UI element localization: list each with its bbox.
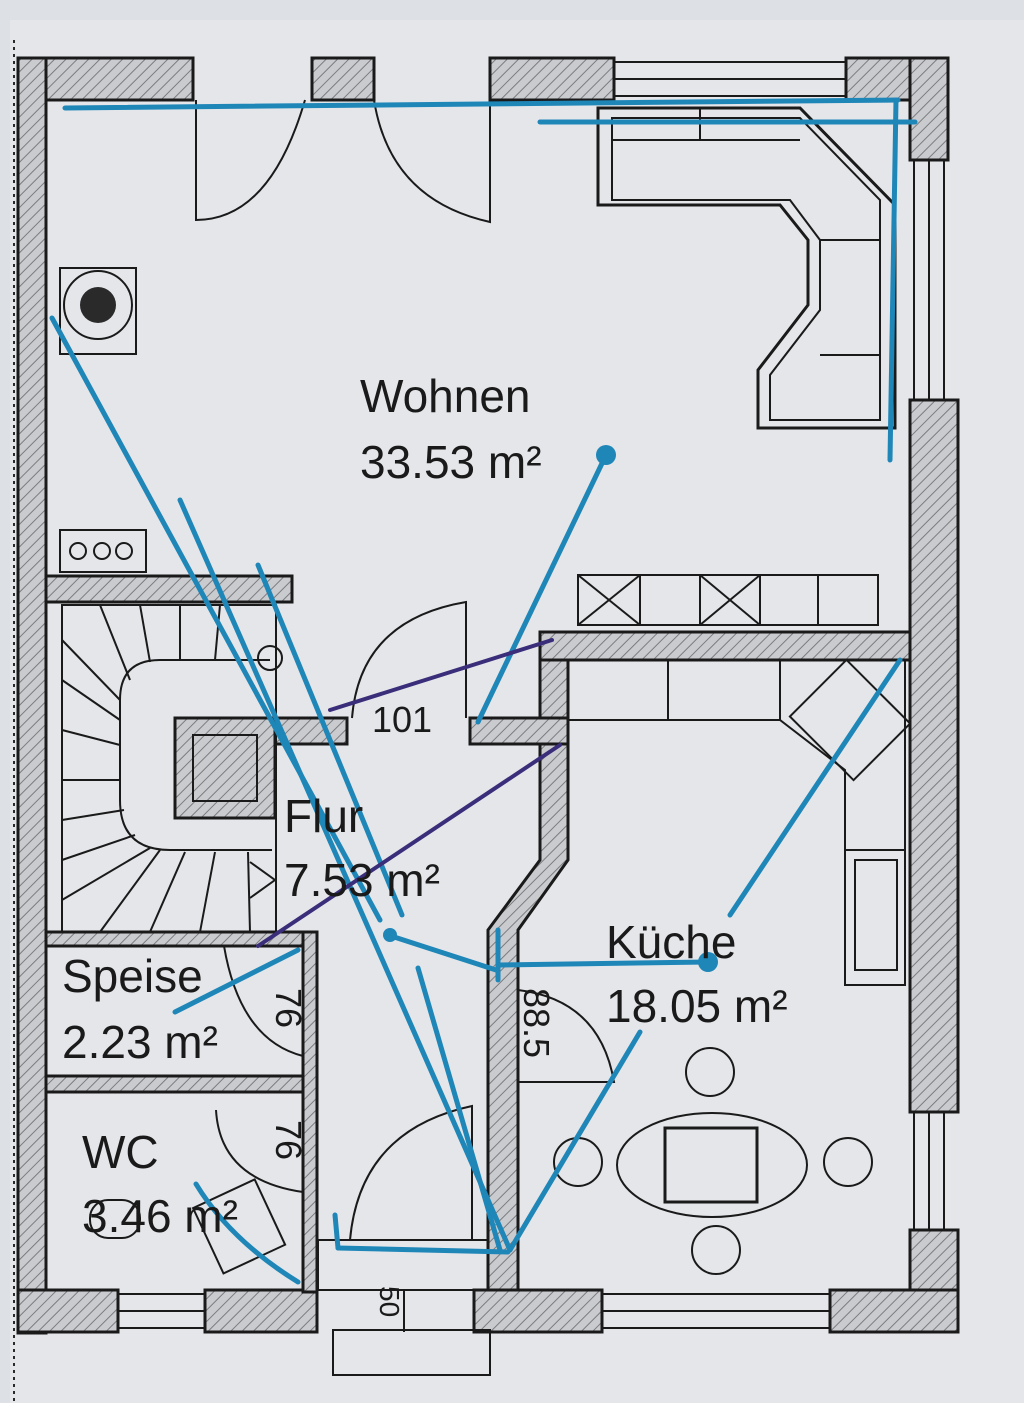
room-name-kueche: Küche: [606, 916, 736, 968]
room-area-wc: 3.46 m²: [82, 1190, 238, 1242]
marker-dot-flur: [383, 928, 397, 942]
room-area-wohnen: 33.53 m²: [360, 436, 542, 488]
room-area-kueche: 18.05 m²: [606, 980, 788, 1032]
room-name-flur: Flur: [284, 790, 363, 842]
room-area-flur: 7.53 m²: [284, 854, 440, 906]
marker-dot-kueche: [698, 952, 718, 972]
dimension-door-flur: 101: [372, 699, 432, 740]
dimension-door-speise: 76: [268, 988, 309, 1028]
room-name-wohnen: Wohnen: [360, 370, 531, 422]
room-name-wc: WC: [82, 1126, 159, 1178]
room-name-speise: Speise: [62, 950, 203, 1002]
marker-dot-wohnen: [596, 445, 616, 465]
dimension-door-wc: 76: [268, 1120, 309, 1160]
staircase: [61, 604, 283, 933]
dimension-door-kueche: 88.5: [516, 988, 557, 1058]
room-area-speise: 2.23 m²: [62, 1016, 218, 1068]
marker-overlay: [49, 97, 918, 1285]
outer-walls: [16, 56, 960, 1376]
dimension-entry-step: 50: [374, 1286, 405, 1317]
